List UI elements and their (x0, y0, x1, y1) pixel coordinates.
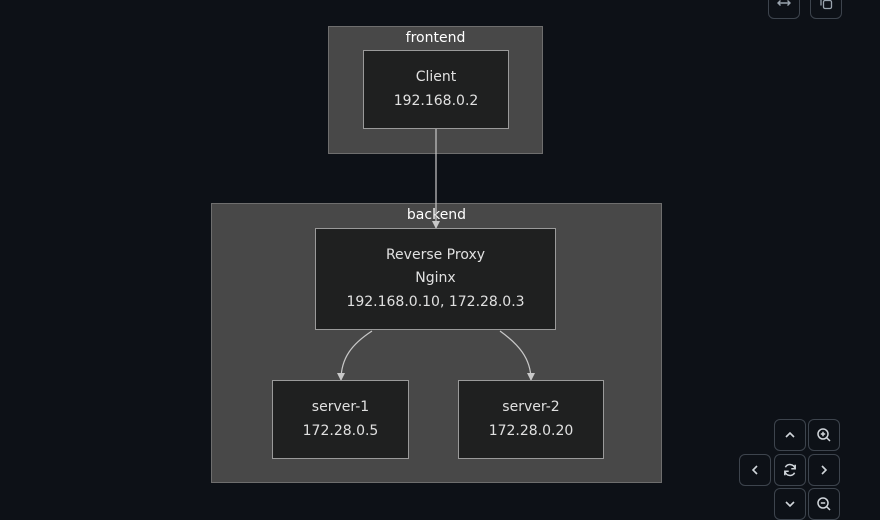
copy-button[interactable] (810, 0, 842, 19)
chevron-down-icon (785, 501, 795, 508)
zoom-out-button[interactable] (808, 488, 840, 520)
reset-view-button[interactable] (774, 454, 806, 486)
node-proxy-ips: 192.168.0.10, 172.28.0.3 (346, 293, 525, 310)
node-server-1-ip: 172.28.0.5 (302, 422, 379, 439)
zoom-in-button[interactable] (808, 419, 840, 451)
node-client-ip: 192.168.0.2 (393, 92, 479, 109)
fit-width-button[interactable] (768, 0, 800, 19)
chevron-up-icon (785, 431, 795, 438)
node-proxy-name: Reverse Proxy (385, 246, 486, 263)
pan-left-button[interactable] (739, 454, 771, 486)
edge-proxy-server1 (337, 330, 373, 381)
node-client-name: Client (415, 69, 457, 85)
zoom-in-icon (817, 428, 831, 442)
node-server-2-name: server-2 (502, 399, 560, 415)
node-reverse-proxy[interactable]: Reverse Proxy Nginx 192.168.0.10, 172.28… (315, 228, 556, 330)
edges (337, 129, 535, 381)
copy-icon (820, 0, 833, 10)
zoom-out-icon (817, 497, 831, 511)
horizontal-arrows-icon (777, 0, 791, 6)
node-server-1[interactable]: server-1 172.28.0.5 (272, 380, 409, 459)
node-server-2[interactable]: server-2 172.28.0.20 (458, 380, 604, 459)
chevron-left-icon (751, 465, 758, 475)
chevron-right-icon (821, 465, 828, 475)
reset-icon (784, 463, 796, 477)
node-server-1-name: server-1 (311, 399, 370, 415)
pan-right-button[interactable] (808, 454, 840, 486)
cluster-frontend-title: frontend (405, 30, 466, 46)
edge-proxy-server2 (499, 330, 535, 381)
pan-up-button[interactable] (774, 419, 806, 451)
node-server-2-ip: 172.28.0.20 (488, 422, 574, 439)
node-client[interactable]: Client 192.168.0.2 (363, 50, 509, 129)
node-proxy-software: Nginx (415, 270, 456, 287)
pan-down-button[interactable] (774, 488, 806, 520)
